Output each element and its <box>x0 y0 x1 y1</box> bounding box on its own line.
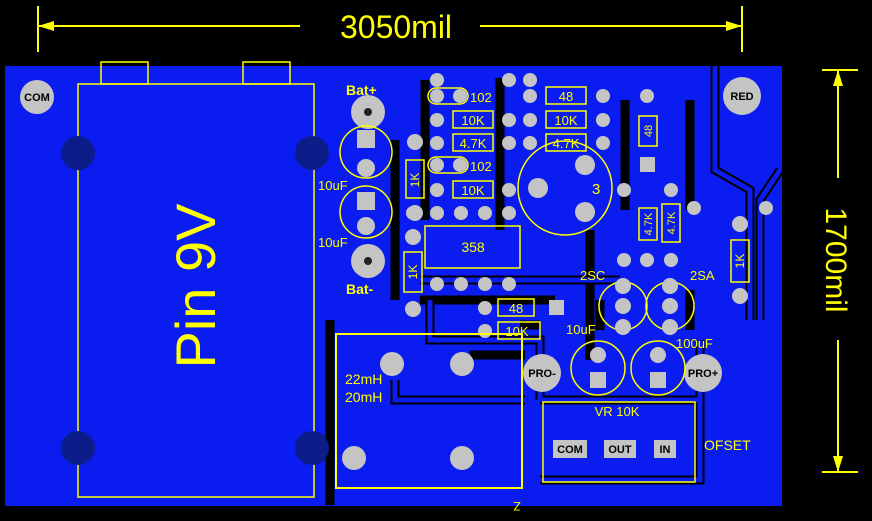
battery-holder: Pin 9V <box>61 61 329 498</box>
capacitor-100uf <box>630 340 686 396</box>
resistor-48-a: 48 <box>523 86 610 105</box>
capacitor-10uf-a <box>339 125 393 179</box>
svg-text:20mH: 20mH <box>345 389 382 405</box>
svg-text:4.7K: 4.7K <box>643 212 655 235</box>
svg-text:COM: COM <box>24 92 50 104</box>
height-dimension-label: 1700mil <box>819 207 852 312</box>
resistor-10k-c: 10K <box>523 110 610 129</box>
bat-minus-label: Bat- <box>346 281 374 297</box>
svg-text:3: 3 <box>592 181 600 198</box>
bottom-mark: Z <box>513 499 520 513</box>
resistor-48-b: 48 <box>638 115 658 172</box>
cap-label: 100uF <box>676 336 713 351</box>
capacitor-102-a: 102 <box>427 87 492 105</box>
svg-text:RED: RED <box>730 91 753 103</box>
svg-text:10K: 10K <box>554 113 577 128</box>
resistor-4k7-b: 4.7K <box>523 133 610 152</box>
svg-text:4.7K: 4.7K <box>460 136 487 151</box>
svg-text:1K: 1K <box>733 254 747 269</box>
copper-tracks <box>392 66 783 483</box>
width-dimension: 3050mil <box>37 6 743 52</box>
height-dimension: 1700mil <box>819 69 858 473</box>
cap-label: 10uF <box>566 322 596 337</box>
mount-hole <box>61 431 95 465</box>
svg-text:10K: 10K <box>461 113 484 128</box>
svg-text:OUT: OUT <box>608 444 632 456</box>
svg-text:PRO+: PRO+ <box>688 368 718 380</box>
mount-hole <box>61 136 95 170</box>
pad-com: COM <box>20 80 54 114</box>
capacitor-102-b: 102 <box>427 156 492 174</box>
svg-text:1K: 1K <box>408 173 422 188</box>
cap-label: 10uF <box>318 178 348 193</box>
svg-text:COM: COM <box>557 444 583 456</box>
battery-label: Pin 9V <box>164 203 227 369</box>
svg-text:2SA: 2SA <box>690 268 715 283</box>
svg-text:1K: 1K <box>406 265 420 280</box>
svg-text:48: 48 <box>509 301 523 316</box>
capacitor-10uf-b <box>339 185 393 239</box>
resistor-48-c: 48 <box>497 298 564 317</box>
variable-resistor: VR 10K COM OUT IN <box>542 401 696 483</box>
svg-text:48: 48 <box>643 125 655 137</box>
cap-label: 10uF <box>318 235 348 250</box>
pad-pro-plus: PRO+ <box>684 354 722 392</box>
inductor-block: 22mH 20mH <box>335 333 523 489</box>
mount-hole <box>295 431 329 465</box>
resistor-10k-d: 10K <box>497 321 541 340</box>
resistor-1k-b: 1K <box>403 229 423 317</box>
svg-text:22mH: 22mH <box>345 371 382 387</box>
resistor-4k7-a: 4.7K <box>430 133 516 152</box>
svg-text:2SC: 2SC <box>580 268 605 283</box>
transistor-2sc: 2SC <box>580 268 648 335</box>
resistor-1k-c: 1K <box>730 216 750 304</box>
transistor-2sa: 2SA <box>645 268 715 335</box>
bat-plus-label: Bat+ <box>346 82 377 98</box>
svg-text:10K: 10K <box>505 324 528 339</box>
svg-text:IN: IN <box>660 444 671 456</box>
svg-text:4.7K: 4.7K <box>553 136 580 151</box>
svg-text:10K: 10K <box>461 183 484 198</box>
transistor-3: 3 <box>517 140 613 236</box>
offset-label: OFSET <box>704 437 751 453</box>
via-pads <box>406 73 773 338</box>
svg-text:102: 102 <box>470 159 492 174</box>
pad-red: RED <box>723 77 761 115</box>
svg-text:4.7K: 4.7K <box>666 211 678 234</box>
pad-pro-minus: PRO- <box>523 354 561 392</box>
capacitor-10uf-c <box>570 340 626 396</box>
width-dimension-label: 3050mil <box>340 9 452 45</box>
resistor-10k-b: 10K <box>430 180 516 199</box>
svg-text:48: 48 <box>559 89 573 104</box>
svg-text:VR 10K: VR 10K <box>595 404 640 419</box>
svg-text:358: 358 <box>461 239 485 255</box>
resistor-4k7-d: 4.7K <box>661 203 681 243</box>
svg-text:102: 102 <box>470 90 492 105</box>
ic-358: 358 <box>424 225 521 269</box>
svg-text:PRO-: PRO- <box>528 368 556 380</box>
resistor-4k7-c: 4.7K <box>638 207 658 241</box>
mount-hole <box>295 136 329 170</box>
resistor-10k-a: 10K <box>430 110 516 129</box>
